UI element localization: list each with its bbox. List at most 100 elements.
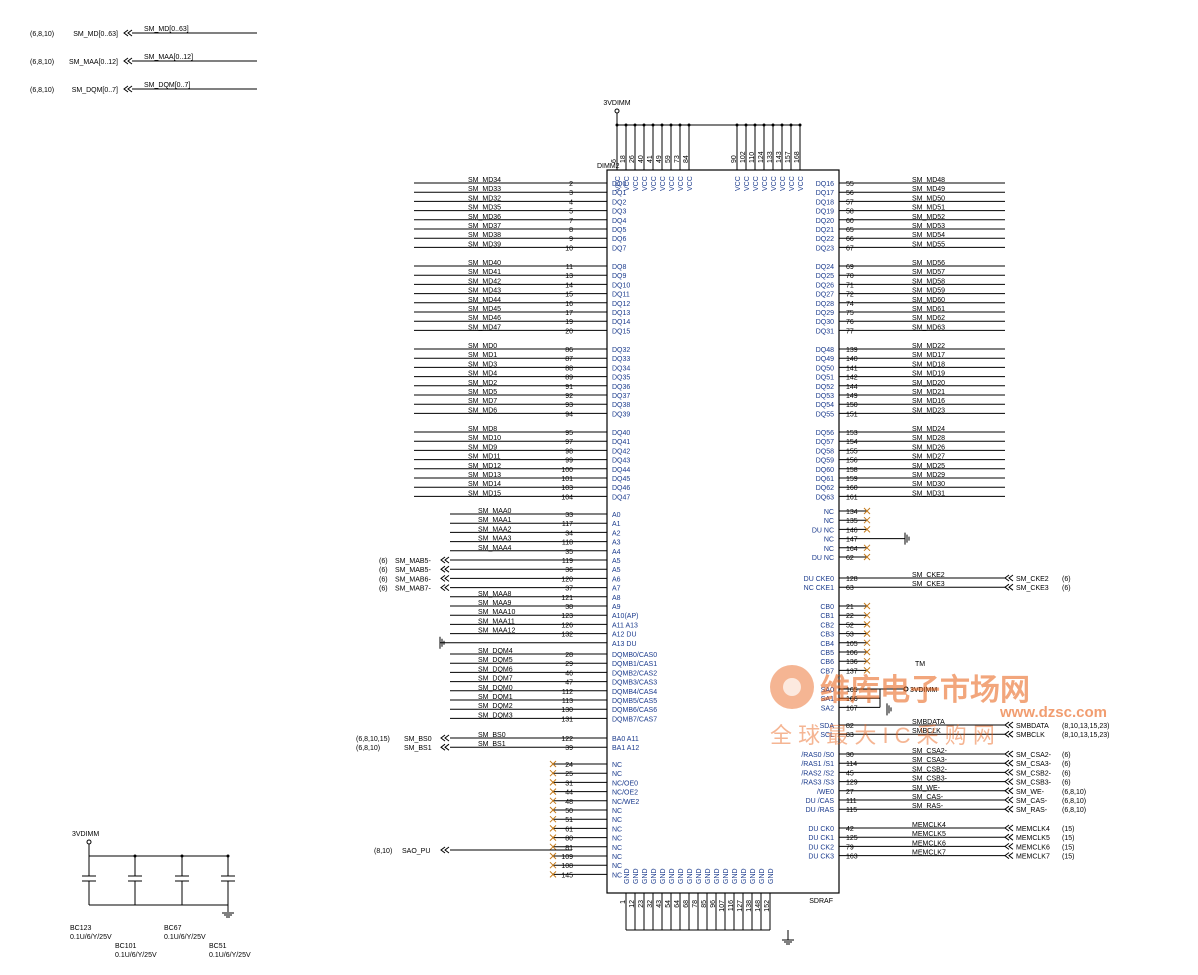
- pin-label: DQMB2/CAS2: [612, 670, 657, 677]
- nc-stroke: [549, 825, 557, 832]
- pin-number: 14: [565, 282, 573, 289]
- net-ref: (15): [1062, 835, 1074, 842]
- pin-number: 9: [569, 236, 573, 243]
- chevron: [1004, 778, 1010, 785]
- pin-label: DQ7: [612, 245, 627, 252]
- net-label: SM_MD59: [912, 288, 945, 295]
- gnd-pin-label: GND: [687, 868, 694, 884]
- pin-number: 74: [846, 301, 854, 308]
- net-ref: (8,10,13,15,23): [1062, 723, 1109, 730]
- chevron: [1008, 852, 1014, 859]
- pin-label: DQ0: [612, 181, 627, 188]
- pin-number: 17: [565, 310, 573, 317]
- pin-label: DQ38: [612, 402, 630, 409]
- pin-label: DQ34: [612, 365, 630, 372]
- gnd-pin-number: 68: [683, 900, 690, 908]
- pin-number: 118: [562, 540, 573, 547]
- ground-symbol: [782, 939, 794, 945]
- pin-label: DQ25: [816, 273, 834, 280]
- net-connector: [440, 743, 450, 751]
- bus-label: SM_DQM[0..7]: [144, 82, 190, 89]
- gnd-pin-number: 148: [755, 900, 762, 912]
- net-label: SM_MD0: [468, 343, 497, 350]
- bus-connector: [123, 85, 133, 93]
- capacitor: [175, 854, 189, 905]
- chevron: [1004, 852, 1010, 859]
- chevron: [1008, 787, 1014, 795]
- chevron: [440, 734, 446, 742]
- nc-stroke: [863, 657, 871, 665]
- pin-label: A13 DU: [612, 641, 637, 648]
- net-label: SM_MD15: [468, 490, 501, 497]
- watermark-tm: TM: [915, 661, 925, 668]
- no-connect-mark: [549, 815, 557, 823]
- pin-number: 34: [565, 530, 573, 537]
- chevron: [123, 57, 129, 65]
- pin-number: 164: [846, 546, 858, 553]
- pin-number: 165: [846, 687, 858, 694]
- chevron: [1008, 730, 1014, 738]
- net-connector: [1004, 778, 1014, 785]
- power-terminal: [903, 686, 909, 692]
- net-label: SM_MD43: [468, 288, 501, 295]
- pin-number: 93: [565, 402, 573, 409]
- chevron: [1008, 750, 1014, 758]
- pin-label: DU CKE0: [804, 576, 834, 583]
- cap-value: 0.1U/6/Y/25V: [70, 934, 112, 941]
- gnd-pin-number: 116: [728, 900, 735, 911]
- vcc-pin-label: VCC: [789, 176, 796, 191]
- gnd-pin-label: GND: [669, 868, 676, 884]
- chevron: [444, 743, 450, 751]
- pin-label: DQ19: [816, 209, 834, 216]
- gnd-pin-label: GND: [633, 868, 640, 884]
- no-connect-mark: [863, 602, 871, 610]
- pin-label: CB2: [820, 622, 834, 629]
- pin-label: A6: [612, 576, 621, 583]
- net-ref: (6,8,10,15): [356, 736, 390, 743]
- pin-number: 122: [561, 736, 573, 743]
- pin-number: 104: [561, 494, 573, 501]
- pin-label: DQMB6/CAS6: [612, 707, 657, 714]
- no-connect-mark: [549, 825, 557, 832]
- pin-label: DQ1: [612, 190, 627, 197]
- pin-number: 87: [565, 356, 573, 363]
- pin-number: 8: [569, 227, 573, 234]
- pin-label: /WE0: [817, 789, 834, 796]
- pin-label: DQ55: [816, 411, 834, 418]
- pin-number: 4: [569, 199, 573, 206]
- pin-label: A5: [612, 558, 621, 565]
- net-label: SM_BS1: [478, 741, 506, 748]
- chevron: [1004, 730, 1010, 738]
- pin-number: 5: [569, 209, 573, 216]
- net-label: SM_DQM3: [478, 712, 513, 719]
- net-label: SM_BS0: [478, 732, 506, 739]
- net-ref: (6): [379, 558, 388, 565]
- net-label: SM_MD17: [912, 352, 945, 359]
- gnd-pin-label: GND: [759, 868, 766, 884]
- net-ref: (6,8,10): [1062, 798, 1086, 805]
- net-ref: (8,10,13,15,23): [1062, 732, 1109, 739]
- gnd-pin-number: 127: [737, 900, 744, 912]
- junction-dot: [789, 123, 793, 127]
- pin-label: BA0 A11: [612, 736, 639, 743]
- net-label: SM_MD44: [468, 297, 501, 304]
- vcc-pin-label: VCC: [615, 176, 622, 191]
- bus-name: SM_MD[0..63]: [73, 31, 118, 38]
- ground-symbol: [904, 532, 910, 545]
- pin-number: 109: [561, 854, 573, 861]
- junction-dot: [180, 854, 184, 858]
- net-label: SM_MD22: [912, 343, 945, 350]
- off-page-name: MEMCLK4: [1016, 826, 1050, 833]
- chevron: [123, 29, 129, 37]
- net-ref: (6,8,10): [1062, 807, 1086, 814]
- pin-number: 160: [846, 485, 858, 492]
- no-connect-mark: [863, 657, 871, 665]
- chevron: [1004, 796, 1010, 804]
- pin-number: 25: [565, 771, 573, 778]
- junction-dot: [651, 123, 655, 127]
- net-label: SM_MD9: [468, 444, 497, 451]
- pin-label: CB6: [820, 659, 834, 666]
- gnd-pin-label: GND: [768, 868, 775, 884]
- gnd-pin-number: 1: [620, 900, 627, 904]
- off-page-name: MEMCLK6: [1016, 844, 1050, 851]
